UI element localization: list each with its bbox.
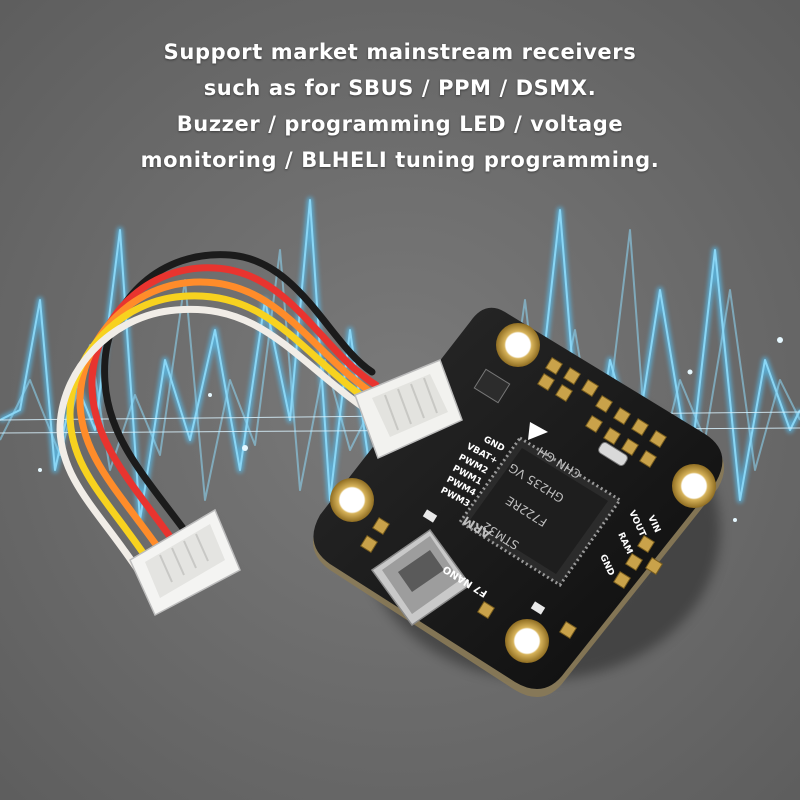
caption-text: Support market mainstream receivers such… <box>0 34 800 178</box>
solder-pads <box>360 357 667 639</box>
usb-port <box>370 528 472 627</box>
small-components <box>422 368 628 615</box>
jst-connector-free-end <box>129 508 241 617</box>
caption-line-3: Buzzer / programming LED / voltage <box>176 112 624 136</box>
caption-line-4: monitoring / BLHELI tuning programming. <box>140 148 660 172</box>
mcu-chip: ARM STM32 F722RE GH235 VG CHN GH <box>457 435 623 588</box>
caption-line-2: such as for SBUS / PPM / DSMX. <box>203 76 597 100</box>
caption-line-1: Support market mainstream receivers <box>163 40 637 64</box>
wire-harness <box>56 251 392 580</box>
jst-connector-board-end <box>354 359 463 460</box>
mounting-holes <box>330 323 716 663</box>
